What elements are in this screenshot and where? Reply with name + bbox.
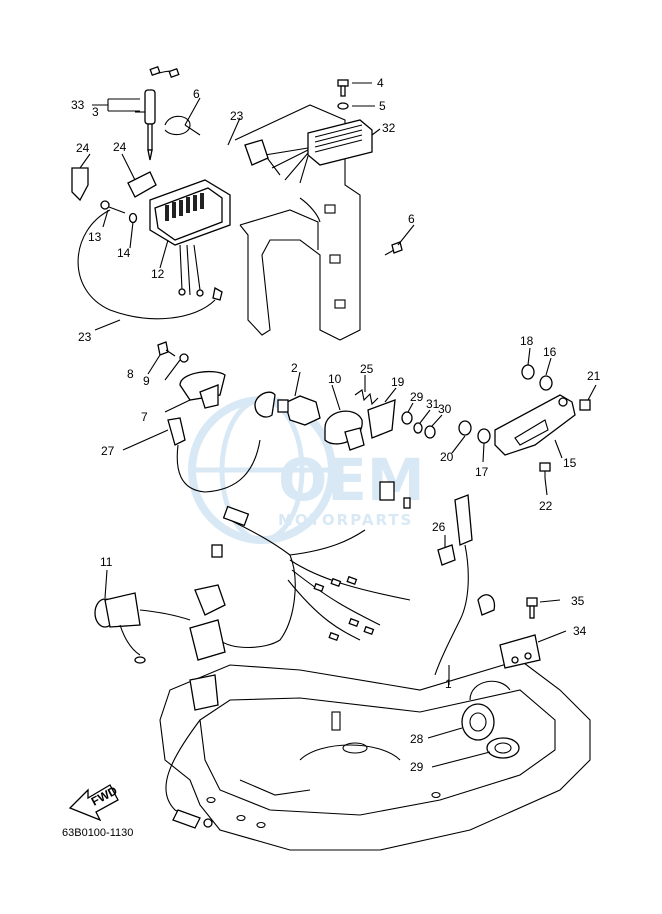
label-part-6a: 29 [410,390,424,404]
label-part-13: 6 [193,87,200,101]
label-part-12: 5 [379,99,386,113]
forward-arrow-icon: FWD [68,783,120,822]
bolt-35 [526,597,538,619]
washer-17 [179,353,189,363]
watermark-brand: OEM [278,446,425,514]
label-part-29b: 24 [113,140,127,154]
main-wire-harness [219,481,411,648]
label-part-24b: 20 [440,450,454,464]
label-part-16: 8 [127,367,134,381]
washer-12 [337,102,349,110]
label-part-35: 35 [571,594,585,608]
washers-6-7 [401,411,436,439]
washer-21 [128,212,138,224]
label-part-25: 21 [587,369,601,383]
label-part-9: 33 [71,98,85,112]
label-part-14: 6 [408,212,415,226]
part-labels: 2 10 19 25 29 30 31 32 33 3 4 5 6 6 7 8 … [71,76,601,774]
battery-cable [165,674,219,829]
label-part-10: 3 [92,105,99,119]
holder-4 [367,399,396,439]
label-part-1: 1 [445,677,452,691]
spring-5 [354,389,379,406]
cap-29b [127,171,157,198]
label-part-7: 31 [426,397,440,411]
collar-23 [477,375,553,444]
label-part-27: 23 [230,109,244,123]
start-switch-18 [94,592,191,664]
label-part-8: 32 [382,121,396,135]
cap-29a [71,167,89,202]
label-part-3: 10 [328,372,342,386]
label-part-33: 29 [410,760,424,774]
label-part-28: 23 [78,330,92,344]
label-part-32: 28 [410,732,424,746]
label-part-19: 12 [151,267,165,281]
spark-plug-cap-3 [324,410,365,451]
label-part-24a: 18 [520,334,534,348]
stop-switch-lanyard [434,494,496,676]
terminal-connector-9 [144,65,180,161]
bolt-16 [157,341,176,357]
watermark-sub: MOTORPARTS [278,511,413,529]
label-part-5: 25 [360,362,374,376]
label-part-4: 19 [391,375,405,389]
mounting-bracket-frame [234,104,361,341]
ignition-coil-2 [254,391,321,426]
bottom-cowling [159,659,591,851]
bolt-26 [539,462,551,478]
label-part-20: 13 [88,230,102,244]
screw-14 [384,241,403,256]
label-part-11: 4 [377,76,384,90]
label-part-21: 14 [117,246,131,260]
label-part-15: 7 [141,410,148,424]
clip-30 [437,544,456,566]
rectifier-regulator [244,119,373,184]
label-part-34: 34 [573,624,587,638]
label-part-30: 26 [432,520,446,534]
lead-wire-28 [77,209,223,320]
bolt-11 [337,79,349,97]
label-part-23a: 16 [543,345,557,359]
cdi-unit [149,179,231,297]
holder-34 [499,634,541,669]
bolt-25 [579,399,591,411]
label-part-23b: 17 [475,465,489,479]
label-part-22: 15 [563,456,577,470]
label-part-31: 27 [101,444,115,458]
grommet-24 [458,364,535,436]
plate-33 [486,737,520,759]
clamp-13 [164,115,201,136]
bracket-15 [179,371,226,409]
switch-bracket [189,544,226,661]
label-part-26: 22 [539,499,553,513]
label-part-18: 11 [100,555,113,569]
bolt-20 [100,200,126,214]
label-part-6b: 30 [438,402,452,416]
label-part-17: 9 [143,374,150,388]
label-part-29a: 24 [76,141,90,155]
label-part-2: 2 [291,361,298,375]
leader-lines [79,82,597,768]
grommet-32 [461,680,511,741]
ground-wire-31 [167,417,261,493]
diagram-code: 63B0100-1130 [62,827,133,839]
bracket-22 [494,394,576,456]
